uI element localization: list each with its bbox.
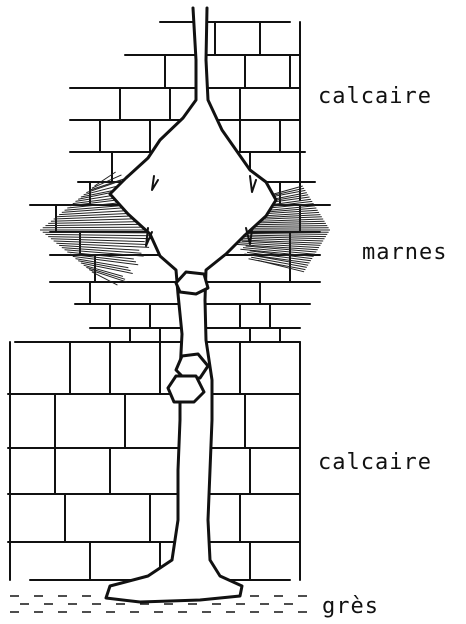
- marl-hatch-left: [43, 232, 150, 233]
- layer-label-calcaire-lower: calcaire: [318, 450, 432, 475]
- layer-label-marnes: marnes: [362, 240, 447, 265]
- marl-hatch-left: [45, 224, 148, 225]
- marl-hatch-right: [249, 259, 306, 270]
- marl-hatch-left: [45, 234, 152, 235]
- marl-hatch-left: [48, 237, 154, 239]
- marl-hatch-left: [43, 227, 154, 228]
- rock-block-3: [168, 376, 204, 402]
- marl-hatch-left: [86, 267, 125, 279]
- layer-label-calcaire-upper: calcaire: [318, 84, 432, 109]
- layer-label-gres: grès: [322, 594, 379, 619]
- limestone-brick-courses: [8, 22, 330, 580]
